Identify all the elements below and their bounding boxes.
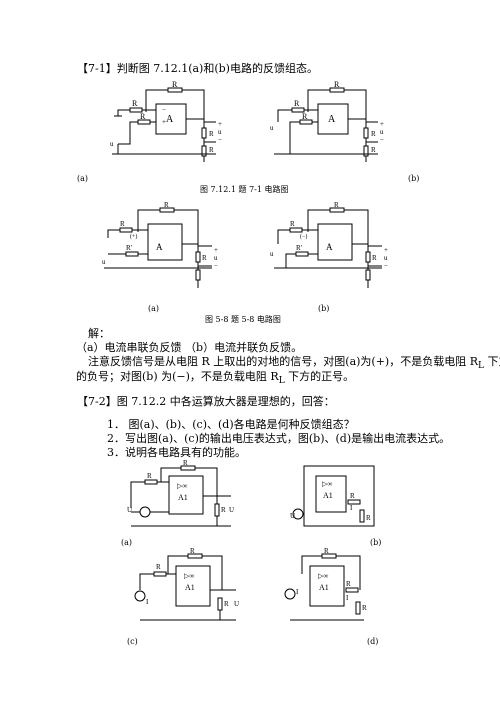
svg-text:R: R xyxy=(202,254,207,262)
figure-label-b: (b) xyxy=(408,174,420,183)
svg-text:−: − xyxy=(218,136,222,144)
svg-text:(+): (+) xyxy=(130,233,137,240)
figure3-label-a: (a) xyxy=(121,538,133,547)
svg-text:R: R xyxy=(350,492,355,500)
svg-text:R: R xyxy=(164,201,169,209)
svg-text:R: R xyxy=(147,472,152,480)
figure-5-8-a: R R R' A (+) u R + u − xyxy=(102,201,218,288)
svg-text:−: − xyxy=(380,136,384,144)
svg-text:R: R xyxy=(334,201,339,209)
svg-text:u: u xyxy=(102,258,106,266)
svg-text:U: U xyxy=(229,506,234,514)
svg-text:A1: A1 xyxy=(178,493,188,502)
figure-7-12-2-d: R ▷∞ A1 I R I R xyxy=(284,547,367,621)
figure3-label-c: (c) xyxy=(127,637,138,646)
figure2-caption: 图 5-8 题 5-8 电路图 xyxy=(205,315,281,324)
svg-text:u: u xyxy=(110,140,114,148)
svg-text:R': R' xyxy=(296,244,302,252)
answer-line-1: （a）电流串联负反馈 （b）电流并联负反馈。 xyxy=(76,341,303,354)
svg-text:R: R xyxy=(372,254,377,262)
svg-text:+: + xyxy=(380,120,384,128)
svg-text:R: R xyxy=(324,547,329,555)
svg-text:+: + xyxy=(162,118,166,126)
svg-text:R: R xyxy=(132,99,138,108)
svg-text:U: U xyxy=(290,512,295,520)
svg-text:+: + xyxy=(384,246,388,254)
svg-text:R: R xyxy=(362,604,367,612)
svg-text:−: − xyxy=(384,262,388,270)
svg-text:R: R xyxy=(190,547,195,555)
svg-text:u: u xyxy=(218,128,222,136)
figure3-label-d: (d) xyxy=(367,637,379,646)
svg-text:R: R xyxy=(294,99,300,108)
svg-text:I: I xyxy=(146,598,149,606)
svg-text:u: u xyxy=(270,250,274,258)
svg-text:R: R xyxy=(183,459,188,467)
svg-text:I: I xyxy=(346,594,349,602)
svg-text:U: U xyxy=(234,600,239,608)
figure3-label-b: (b) xyxy=(370,538,382,547)
svg-text:R': R' xyxy=(126,244,132,252)
svg-text:▷∞: ▷∞ xyxy=(184,572,194,580)
figure-5-8-b: R R R' A (−) u R + u − xyxy=(270,201,388,288)
question-3: 3．说明各电路具有的功能。 xyxy=(107,446,246,459)
svg-text:▷∞: ▷∞ xyxy=(177,482,187,490)
svg-text:R: R xyxy=(221,506,226,514)
svg-text:u: u xyxy=(380,128,384,136)
svg-text:A1: A1 xyxy=(323,491,333,500)
svg-text:+: + xyxy=(214,246,218,254)
question-1: 1． 图(a)、(b)、(c)、(d)各电路是何种反馈组态？ xyxy=(107,418,355,431)
figure2-label-a: (a) xyxy=(148,304,160,313)
svg-text:A: A xyxy=(326,242,333,252)
svg-text:A1: A1 xyxy=(319,583,329,592)
svg-text:A: A xyxy=(166,114,174,125)
svg-text:R: R xyxy=(371,130,376,138)
svg-text:R: R xyxy=(140,112,146,121)
figure-7-12-1-a: R R R A − + R R + u − u xyxy=(110,80,222,162)
figure2-label-b: (b) xyxy=(318,304,330,313)
problem-7-2-heading: 【7-2】图 7.12.2 中各运算放大器是理想的，回答： xyxy=(77,395,335,408)
svg-text:I: I xyxy=(296,588,299,596)
svg-text:A: A xyxy=(328,114,336,125)
svg-text:A: A xyxy=(156,242,163,252)
problem-7-1-heading: 【7-1】判断图 7.12.1(a)和(b)电路的反馈组态。 xyxy=(77,62,318,75)
svg-text:(−): (−) xyxy=(300,233,307,240)
svg-text:u: u xyxy=(384,254,388,262)
svg-text:▷∞: ▷∞ xyxy=(318,572,328,580)
svg-text:U: U xyxy=(127,506,132,514)
svg-text:R: R xyxy=(290,220,295,228)
svg-text:I: I xyxy=(350,504,353,512)
svg-text:R: R xyxy=(120,220,125,228)
svg-text:R: R xyxy=(224,600,229,608)
answer-line-3: 的负号；对图(b) 为(−)，不是负载电阻 RL 下方的正号。 xyxy=(76,370,355,387)
svg-text:▷∞: ▷∞ xyxy=(322,480,332,488)
svg-text:R: R xyxy=(172,80,178,89)
svg-text:R: R xyxy=(346,580,351,588)
svg-text:R: R xyxy=(156,563,161,571)
svg-text:R: R xyxy=(366,514,371,522)
figure-7-12-2-c: R R ▷∞ A1 I R U xyxy=(134,547,239,621)
svg-text:−: − xyxy=(214,262,218,270)
svg-text:R: R xyxy=(209,146,214,154)
figure-caption: 图 7.12.1 题 7-1 电路图 xyxy=(200,185,289,194)
figure-7-12-2-a: R R ▷∞ A1 U R U xyxy=(127,459,234,527)
svg-text:−: − xyxy=(162,106,166,114)
svg-text:+: + xyxy=(218,120,222,128)
answer-line-2: 注意反馈信号是从电阻 R 上取出的对地的信号，对图(a)为(+)，不是负载电阻 … xyxy=(88,355,500,372)
svg-text:u: u xyxy=(270,124,274,132)
svg-text:u: u xyxy=(214,254,218,262)
svg-text:R: R xyxy=(334,80,340,89)
question-2: 2．写出图(a)、(c)的输出电压表达式，图(b)、(d)是输出电流表达式。 xyxy=(107,432,451,445)
figure-label-a: (a) xyxy=(77,174,89,183)
figure-7-12-2-b: ▷∞ A1 R I R U xyxy=(290,465,375,527)
svg-text:R: R xyxy=(302,112,308,121)
figure-7-12-1-b: R R R A R R + u − u xyxy=(270,80,384,162)
answer-title: 解： xyxy=(88,327,110,340)
svg-text:R: R xyxy=(371,146,376,154)
svg-text:R: R xyxy=(209,130,214,138)
svg-text:A1: A1 xyxy=(185,583,195,592)
